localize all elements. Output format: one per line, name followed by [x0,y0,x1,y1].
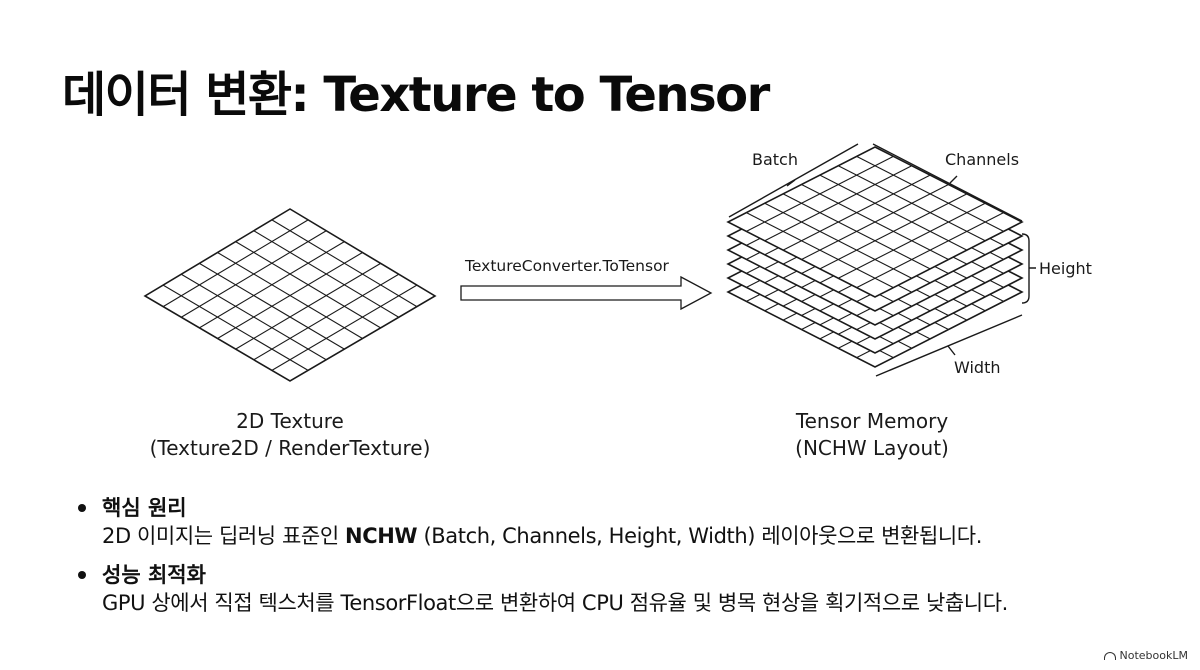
tensor-label: Tensor Memory [795,409,949,433]
tensor-layer-line [746,212,894,289]
texture-grid-plane-line [180,273,327,361]
texture-sublabel: (Texture2D / RenderTexture) [150,436,431,460]
tensor-layer-line [838,202,986,279]
tensor-layer-line [819,193,968,270]
tensor-stack [726,146,1024,368]
watermark-text: NotebookLM [1119,649,1188,662]
bullet-list: 핵심 원리 2D 이미지는 딥러닝 표준인 NCHW (Batch, Chann… [78,494,1178,628]
tensor-layer-line [856,212,1004,289]
tensor-layer [726,146,1024,298]
bullet-text-tail: (Batch, Channels, Height, Width) 레이아웃으로 … [417,524,982,548]
batch-brace [728,143,859,218]
texture-grid-plane-line [162,284,309,371]
page-title: 데이터 변환: Texture to Tensor [62,67,770,123]
bullet-heading: 성능 최적화 [102,563,206,587]
tensor-layer-line [782,193,931,270]
bullet-body: 2D 이미지는 딥러닝 표준인 NCHW (Batch, Channels, H… [102,522,1178,551]
bullet-bold-term: NCHW [345,524,418,548]
texture-grid [143,208,437,382]
notebooklm-watermark: NotebookLM [1103,649,1188,662]
bullet-core-principle: 핵심 원리 2D 이미지는 딥러닝 표준인 NCHW (Batch, Chann… [78,494,1178,551]
texture-grid-plane [143,208,437,382]
texture-grid-plane-line [271,284,418,371]
width-brace [875,314,1023,377]
tensor-sublabel: (NCHW Layout) [795,436,949,460]
channels-label: Channels [945,150,1019,169]
texture-grid-plane-line [253,273,400,361]
texture-grid-plane-line [217,252,363,339]
bullet-body: GPU 상에서 직접 텍스처를 TensorFloat으로 변환하여 CPU 점… [102,589,1178,618]
channels-brace [872,143,1023,222]
notebooklm-logo-icon [1103,651,1116,660]
bullet-text: 2D 이미지는 딥러닝 표준인 [102,524,346,548]
height-label: Height [1039,259,1092,278]
bullet-dot [78,504,86,512]
conversion-arrow [460,275,713,311]
batch-label: Batch [752,150,798,169]
texture-grid-plane-line [235,262,381,350]
height-brace [1021,233,1036,304]
bullet-dot [78,571,86,579]
tensor-layer-line [764,202,912,279]
arrow-label: TextureConverter.ToTensor [464,257,670,275]
bullet-heading: 핵심 원리 [102,496,187,520]
tensor-layer-line [801,184,949,260]
width-label: Width [954,358,1000,377]
texture-label: 2D Texture [236,409,344,433]
bullet-performance: 성능 최적화 GPU 상에서 직접 텍스처를 TensorFloat으로 변환하… [78,561,1178,618]
texture-grid-plane-line [199,262,345,350]
bullet-text: GPU 상에서 직접 텍스처를 TensorFloat으로 변환하여 CPU 점… [102,591,1008,615]
